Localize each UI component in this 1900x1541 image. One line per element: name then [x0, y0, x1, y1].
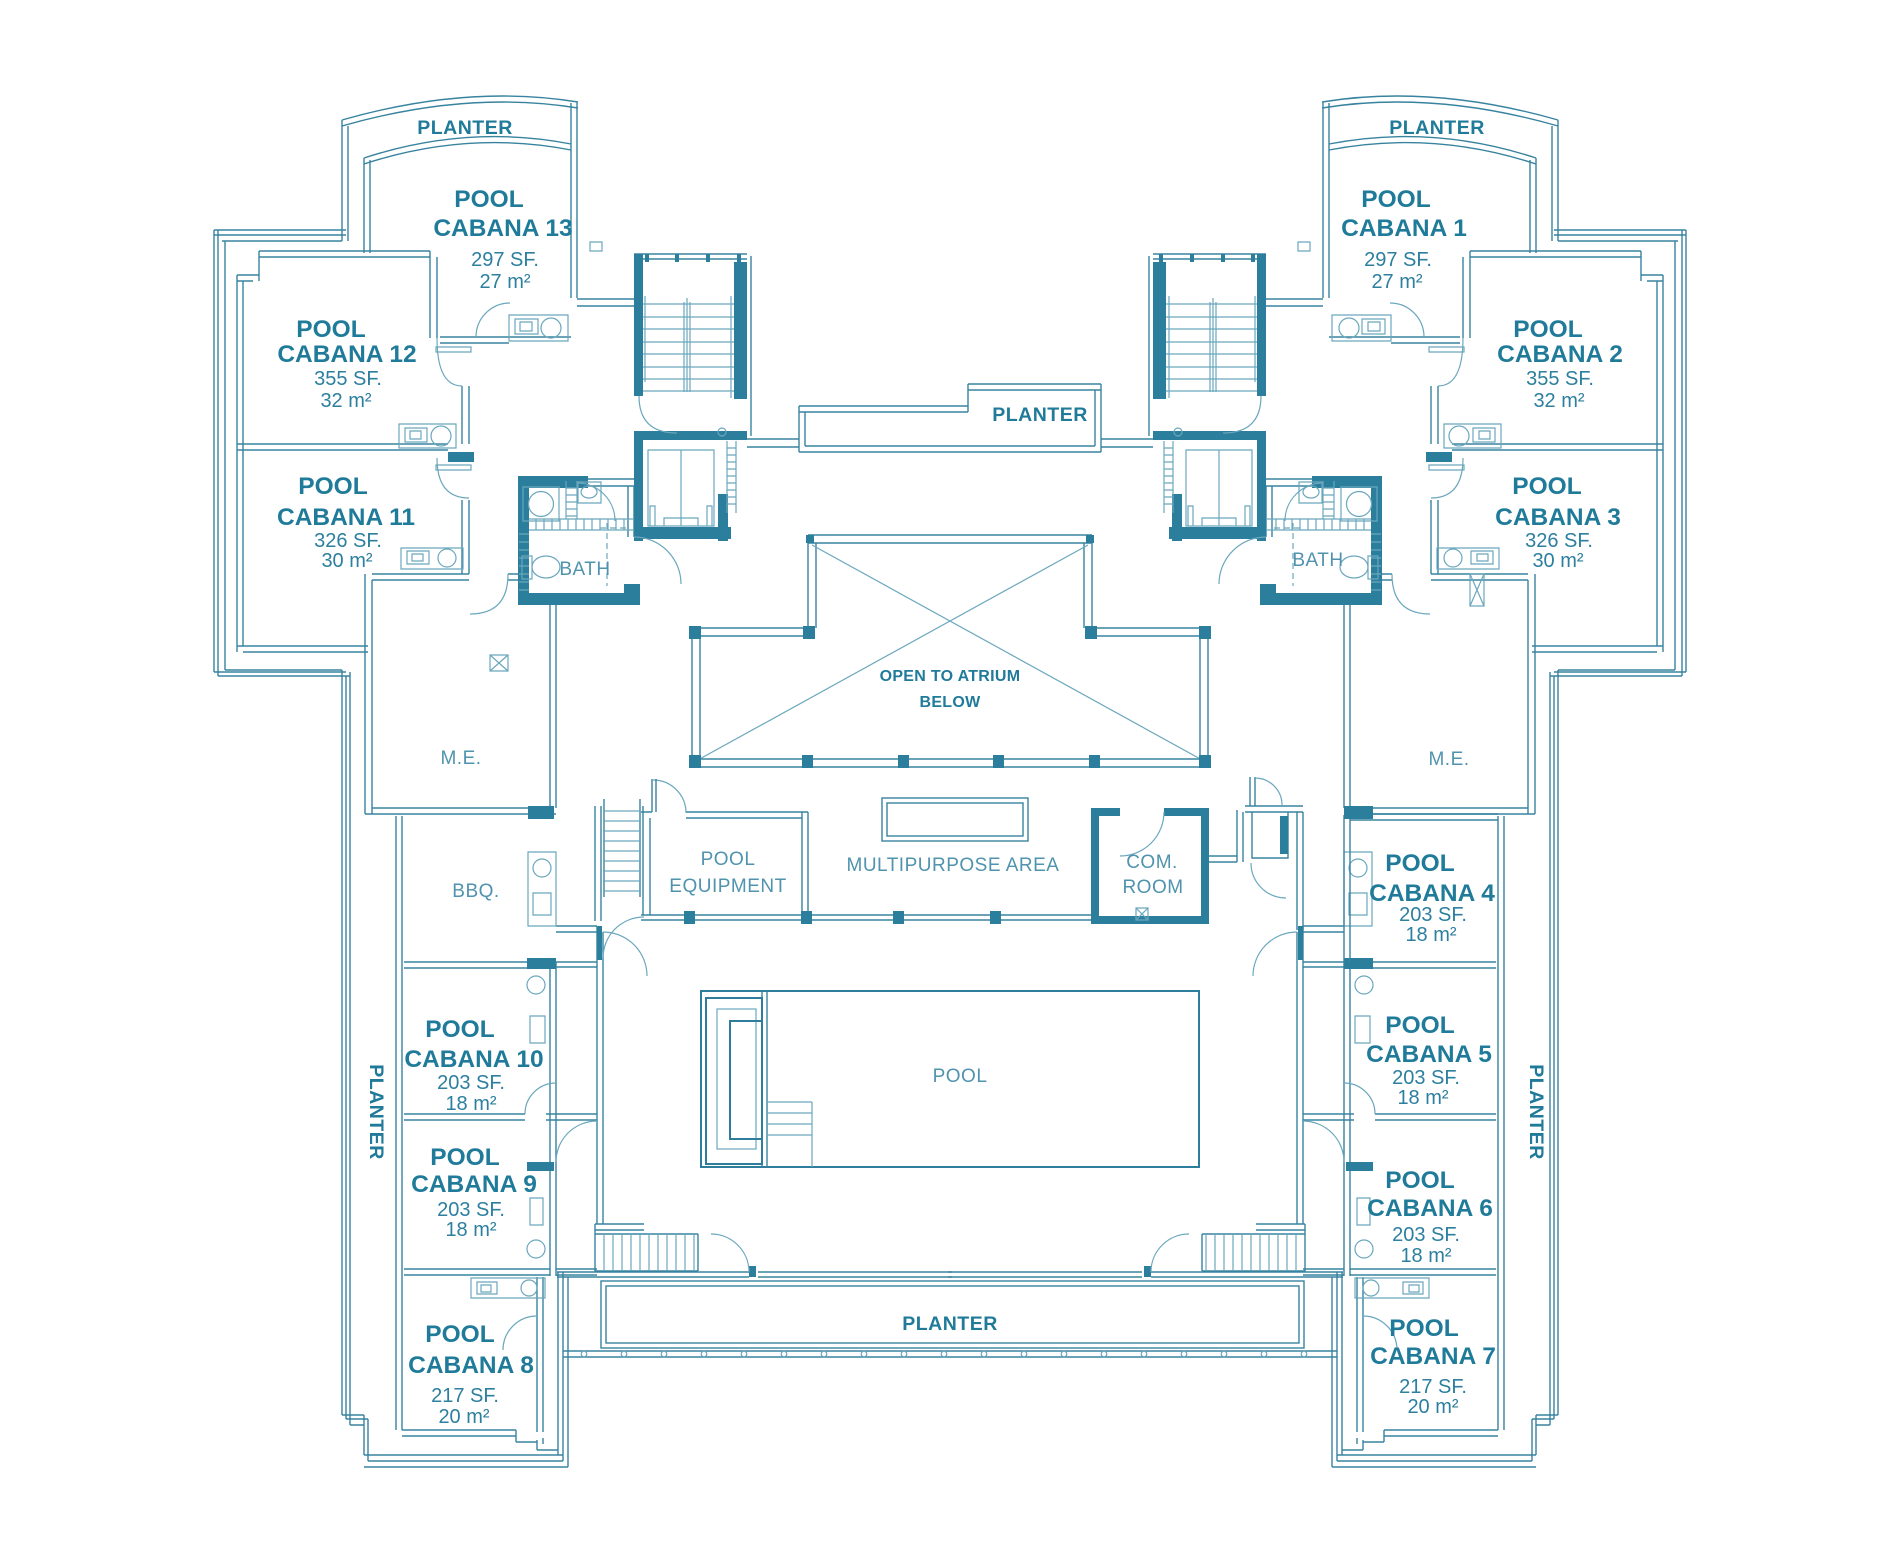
- svg-text:POOL: POOL: [425, 1321, 494, 1348]
- svg-text:POOL: POOL: [1389, 1315, 1458, 1342]
- svg-text:203 SF.: 203 SF.: [1392, 1224, 1460, 1246]
- svg-text:POOL: POOL: [1385, 1012, 1454, 1039]
- svg-text:CABANA 12: CABANA 12: [277, 341, 416, 368]
- svg-text:BELOW: BELOW: [919, 694, 981, 711]
- svg-text:203 SF.: 203 SF.: [437, 1072, 505, 1094]
- svg-text:PLANTER: PLANTER: [902, 1313, 998, 1335]
- svg-text:POOL: POOL: [701, 849, 756, 870]
- svg-text:PLANTER: PLANTER: [1389, 117, 1485, 139]
- svg-text:CABANA 1: CABANA 1: [1341, 215, 1467, 242]
- svg-text:POOL: POOL: [1512, 473, 1581, 500]
- svg-text:CABANA 6: CABANA 6: [1367, 1195, 1493, 1222]
- svg-text:27 m²: 27 m²: [1371, 271, 1422, 293]
- svg-text:32 m²: 32 m²: [320, 390, 371, 412]
- svg-text:20 m²: 20 m²: [1407, 1396, 1458, 1418]
- svg-text:POOL: POOL: [1361, 186, 1430, 213]
- svg-text:BATH: BATH: [559, 559, 610, 580]
- svg-text:CABANA 5: CABANA 5: [1366, 1041, 1492, 1068]
- svg-text:CABANA 13: CABANA 13: [433, 215, 572, 242]
- svg-text:217 SF.: 217 SF.: [1399, 1376, 1467, 1398]
- svg-text:POOL: POOL: [430, 1144, 499, 1171]
- svg-text:217 SF.: 217 SF.: [431, 1385, 499, 1407]
- svg-text:M.E.: M.E.: [440, 748, 481, 769]
- svg-text:CABANA 10: CABANA 10: [404, 1046, 543, 1073]
- svg-text:CABANA 7: CABANA 7: [1370, 1343, 1496, 1370]
- svg-text:18 m²: 18 m²: [1397, 1087, 1448, 1109]
- svg-text:POOL: POOL: [1385, 1167, 1454, 1194]
- svg-text:CABANA 4: CABANA 4: [1369, 880, 1495, 907]
- svg-text:297 SF.: 297 SF.: [1364, 249, 1432, 271]
- svg-text:CABANA 11: CABANA 11: [277, 504, 415, 531]
- svg-text:CABANA 2: CABANA 2: [1497, 341, 1623, 368]
- svg-text:POOL: POOL: [454, 186, 523, 213]
- svg-text:CABANA 8: CABANA 8: [408, 1352, 534, 1379]
- svg-text:COM.: COM.: [1126, 852, 1178, 873]
- svg-text:297 SF.: 297 SF.: [471, 249, 539, 271]
- svg-text:326 SF.: 326 SF.: [314, 530, 382, 552]
- svg-text:203 SF.: 203 SF.: [1392, 1067, 1460, 1089]
- svg-text:EQUIPMENT: EQUIPMENT: [669, 876, 786, 897]
- svg-text:203 SF.: 203 SF.: [437, 1199, 505, 1221]
- svg-text:ROOM: ROOM: [1122, 877, 1183, 898]
- svg-text:PLANTER: PLANTER: [365, 1064, 387, 1160]
- svg-text:BATH: BATH: [1292, 550, 1343, 571]
- svg-text:M.E.: M.E.: [1428, 749, 1469, 770]
- svg-text:POOL: POOL: [1513, 316, 1582, 343]
- svg-text:PLANTER: PLANTER: [1525, 1064, 1547, 1160]
- svg-text:18 m²: 18 m²: [445, 1219, 496, 1241]
- svg-text:18 m²: 18 m²: [1405, 924, 1456, 946]
- svg-text:PLANTER: PLANTER: [417, 117, 513, 139]
- svg-text:POOL: POOL: [425, 1016, 494, 1043]
- svg-text:POOL: POOL: [1385, 850, 1454, 877]
- svg-text:BBQ.: BBQ.: [452, 881, 499, 902]
- svg-text:30 m²: 30 m²: [321, 550, 372, 572]
- svg-text:POOL: POOL: [298, 473, 367, 500]
- svg-text:30 m²: 30 m²: [1532, 550, 1583, 572]
- svg-text:20 m²: 20 m²: [438, 1406, 489, 1428]
- svg-text:326 SF.: 326 SF.: [1525, 530, 1593, 552]
- svg-text:355 SF.: 355 SF.: [314, 368, 382, 390]
- svg-text:CABANA 3: CABANA 3: [1495, 504, 1621, 531]
- svg-text:27 m²: 27 m²: [479, 271, 530, 293]
- svg-text:OPEN TO ATRIUM: OPEN TO ATRIUM: [880, 668, 1021, 685]
- svg-text:32 m²: 32 m²: [1533, 390, 1584, 412]
- svg-text:355 SF.: 355 SF.: [1526, 368, 1594, 390]
- svg-text:18 m²: 18 m²: [1400, 1245, 1451, 1267]
- svg-text:POOL: POOL: [933, 1066, 988, 1087]
- svg-text:18 m²: 18 m²: [445, 1093, 496, 1115]
- svg-text:PLANTER: PLANTER: [992, 404, 1088, 426]
- svg-text:CABANA 9: CABANA 9: [411, 1171, 537, 1198]
- svg-text:POOL: POOL: [296, 316, 365, 343]
- svg-text:MULTIPURPOSE AREA: MULTIPURPOSE AREA: [847, 855, 1060, 876]
- svg-text:203 SF.: 203 SF.: [1399, 904, 1467, 926]
